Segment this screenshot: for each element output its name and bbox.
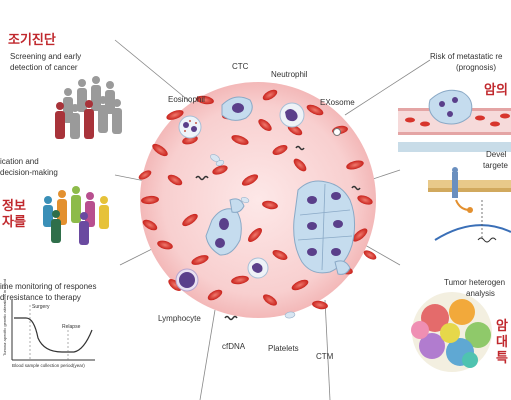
monitoring-label-line2: d resistance to therapy (0, 293, 81, 302)
ctc-label: CTC (232, 62, 249, 71)
ctc-cell (221, 96, 253, 121)
graph-surgery-label: Surgery (32, 304, 50, 310)
heterogeneous-tumor (411, 292, 492, 372)
red-blood-cell (152, 143, 168, 157)
neutrophil-cell (279, 102, 305, 128)
red-blood-cell (306, 104, 324, 116)
connector-line (364, 244, 401, 266)
platelet (215, 159, 225, 167)
red-blood-cell (138, 170, 152, 180)
eosinophil-cell (178, 115, 202, 139)
metastatic-vessel (398, 89, 511, 152)
targeted-label-line1: Devel (486, 150, 507, 159)
red-blood-cell (231, 135, 249, 145)
heterogeneity-korean-line1: 암 (496, 318, 508, 333)
screening-label-line2: detection of cancer (10, 63, 78, 72)
connector-line (369, 169, 401, 181)
cfdna-strand (351, 185, 361, 191)
medication-label-line2: decision-making (0, 168, 58, 177)
targeted-membrane (428, 167, 511, 243)
medication-korean-line1: 정보 (2, 198, 26, 213)
monitoring-graph (11, 300, 95, 361)
cfdna-strand (195, 175, 209, 181)
neutrophil-label: Neutrophil (271, 70, 308, 79)
targeted-label-line2: targete (483, 161, 508, 170)
crowd-figures-medication (43, 186, 109, 245)
red-blood-cell (196, 95, 214, 105)
red-blood-cell (352, 228, 368, 242)
ctm-cluster (293, 180, 356, 275)
cfdna-strand (224, 315, 238, 321)
red-blood-cell (167, 174, 183, 186)
metastatic-label-line2: (prognosis) (456, 63, 497, 72)
red-blood-cell (212, 165, 228, 175)
platelets-label: Platelets (268, 344, 299, 353)
cfdna-label: cfDNA (222, 342, 246, 351)
connector-line (114, 39, 201, 111)
red-blood-cell (272, 250, 288, 260)
heterogeneity-label-line1: Tumor heterogen (444, 278, 506, 287)
platelet (240, 196, 250, 204)
crowd-figures-screening (55, 76, 122, 139)
cfdna-strand (295, 145, 305, 151)
graph-relapse-label: Relapse (62, 324, 81, 330)
eosinophil-label: Eosinophil (168, 95, 205, 104)
heterogeneity-korean-line3: 특 (496, 350, 508, 365)
connector-line (199, 309, 216, 400)
red-blood-cell (142, 219, 158, 231)
ctm-label: CTM (316, 352, 334, 361)
platelet (284, 311, 296, 319)
red-blood-cell (293, 158, 307, 172)
red-blood-cell (248, 228, 262, 242)
ctc-cluster-left (205, 198, 245, 256)
medication-korean-line2: 자를 (2, 214, 26, 229)
monitoring-label-line1: ime monitoring of respones (0, 282, 97, 291)
exosome-particle (333, 128, 341, 136)
red-blood-cell (357, 195, 373, 205)
red-blood-cell (231, 275, 249, 285)
red-blood-cell (291, 279, 309, 291)
red-blood-cell (191, 255, 209, 265)
red-blood-cell (182, 213, 198, 227)
connector-line (344, 59, 431, 116)
screening-korean-label: 조기진단 (8, 32, 56, 47)
medication-label-line1: ication and (0, 157, 39, 166)
red-blood-cell (272, 145, 288, 155)
red-blood-cell (263, 294, 277, 306)
metastatic-label-line1: Risk of metastatic re (430, 52, 503, 61)
red-blood-cell (258, 119, 272, 131)
heterogeneity-label-line2: analysis (466, 289, 495, 298)
red-blood-cell (312, 300, 328, 310)
red-blood-cell (141, 195, 159, 205)
exosome-label: EXosome (320, 98, 355, 107)
red-blood-cell (207, 289, 223, 301)
metastatic-korean-label: 암의 (484, 82, 508, 97)
red-blood-cell (157, 240, 173, 250)
red-blood-cell (346, 160, 364, 170)
red-blood-cell (262, 89, 278, 101)
red-blood-cell (166, 110, 184, 120)
red-blood-cell (363, 250, 377, 260)
graph-x-axis-label: Blood sample collection period(year) (12, 363, 85, 368)
connector-line (324, 299, 331, 400)
graph-y-axis-label: Tumour-specific genetic alterations in b… (2, 278, 7, 356)
red-blood-cell (262, 200, 278, 210)
neutrophil-cell-bottom (247, 257, 269, 279)
red-blood-cell (168, 279, 182, 291)
screening-label-line1: Screening and early (10, 52, 82, 61)
lymphocyte-cell (175, 268, 199, 292)
red-blood-cell (241, 174, 259, 186)
heterogeneity-korean-line2: 대 (496, 334, 508, 349)
lymphocyte-label: Lymphocyte (158, 314, 201, 323)
